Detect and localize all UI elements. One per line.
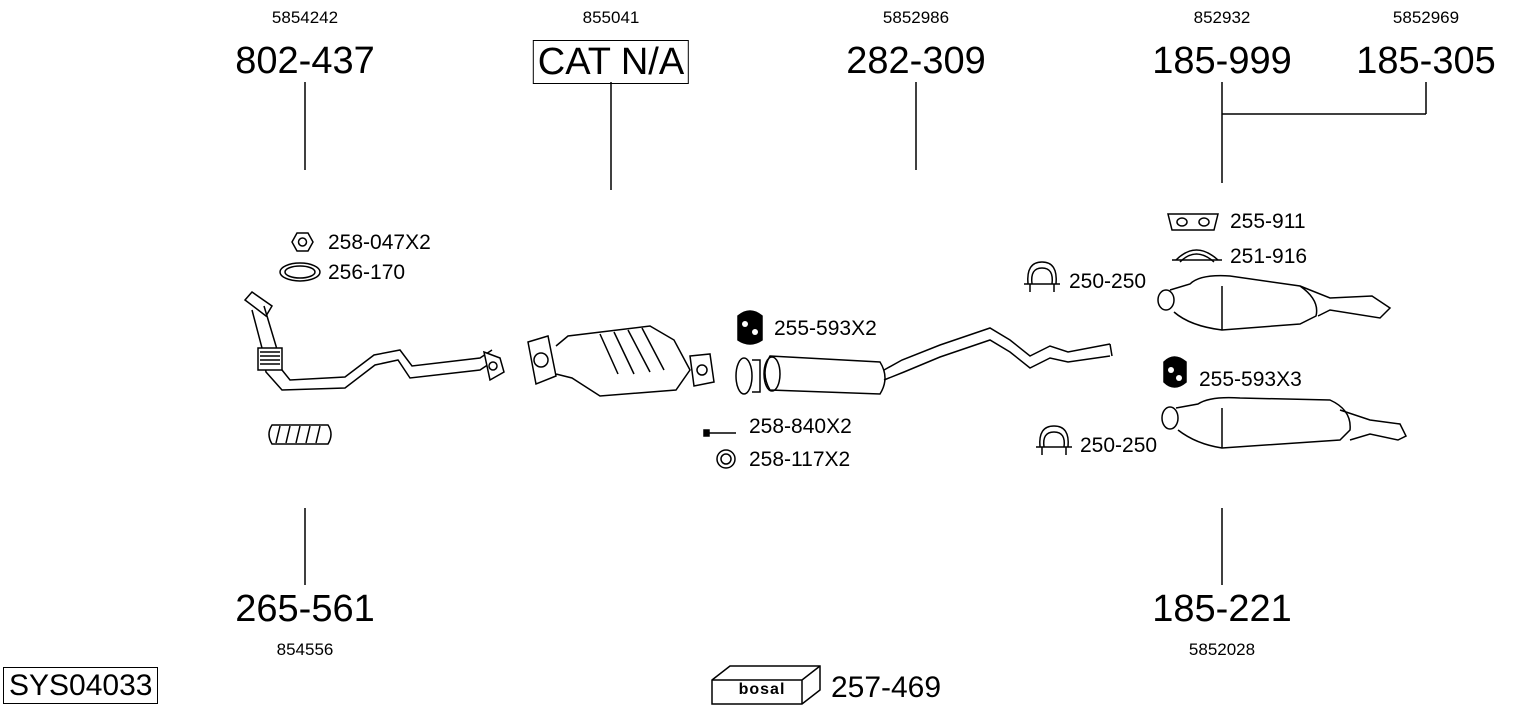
part-number-link[interactable]: 282-309 — [846, 40, 986, 82]
accessory-link[interactable]: 255-593X3 — [1199, 368, 1302, 391]
bracket-icon — [1167, 213, 1219, 231]
accessory-link[interactable]: 256-170 — [328, 261, 406, 284]
accessory-link[interactable]: 255-593X2 — [774, 317, 877, 340]
accessory-link[interactable]: 250-250 — [1069, 270, 1147, 293]
part-number-link[interactable]: 185-305 — [1356, 40, 1496, 82]
accessory-link[interactable]: 250-250 — [1080, 434, 1158, 457]
rubber-hanger-icon — [737, 310, 763, 345]
oem-number: 854556 — [276, 640, 334, 659]
front-pipe-drawing — [243, 290, 505, 391]
oem-number: 852932 — [1193, 8, 1251, 27]
accessory-link[interactable]: 255-911 — [1230, 210, 1306, 233]
system-code: SYS04033 — [3, 667, 159, 704]
gasket-ring-inner — [284, 265, 316, 279]
rear-muffler-2-drawing — [1161, 396, 1408, 449]
flex-pipe-drawing — [268, 424, 332, 445]
oem-number: 855041 — [582, 8, 640, 27]
bosal-logo — [711, 665, 821, 705]
center-muffler-drawing — [735, 327, 1113, 395]
u-clamp-icon — [1172, 249, 1222, 263]
bosal-logo-text: bosal — [738, 681, 786, 698]
oem-number: 5854242 — [271, 8, 339, 27]
accessory-link[interactable]: 258-047X2 — [328, 231, 431, 254]
clamp-icon-upper — [1024, 261, 1060, 292]
part-number-link[interactable]: 185-221 — [1152, 588, 1292, 630]
part-number-link[interactable]: CAT N/A — [532, 40, 690, 84]
gasket-ring-icon — [279, 262, 321, 282]
bolt-icon — [703, 429, 736, 437]
oem-number: 5852028 — [1188, 640, 1256, 659]
accessory-link[interactable]: 258-117X2 — [749, 448, 851, 471]
accessory-link[interactable]: 258-840X2 — [749, 415, 852, 438]
rubber-hanger-icon-2 — [1163, 356, 1187, 388]
ring-icon — [716, 449, 736, 469]
oem-number: 5852969 — [1392, 8, 1460, 27]
oem-number: 5852986 — [882, 8, 950, 27]
part-number-link[interactable]: 257-469 — [830, 671, 942, 704]
accessory-link[interactable]: 251-916 — [1230, 245, 1308, 268]
part-number-link[interactable]: 185-999 — [1152, 40, 1292, 82]
clamp-icon-lower — [1036, 425, 1072, 455]
catalytic-converter-drawing — [527, 325, 715, 397]
nut-icon — [291, 232, 314, 252]
part-number-link[interactable]: 802-437 — [235, 40, 375, 82]
rear-muffler-drawing — [1157, 274, 1392, 331]
part-number-link[interactable]: 265-561 — [235, 588, 375, 630]
